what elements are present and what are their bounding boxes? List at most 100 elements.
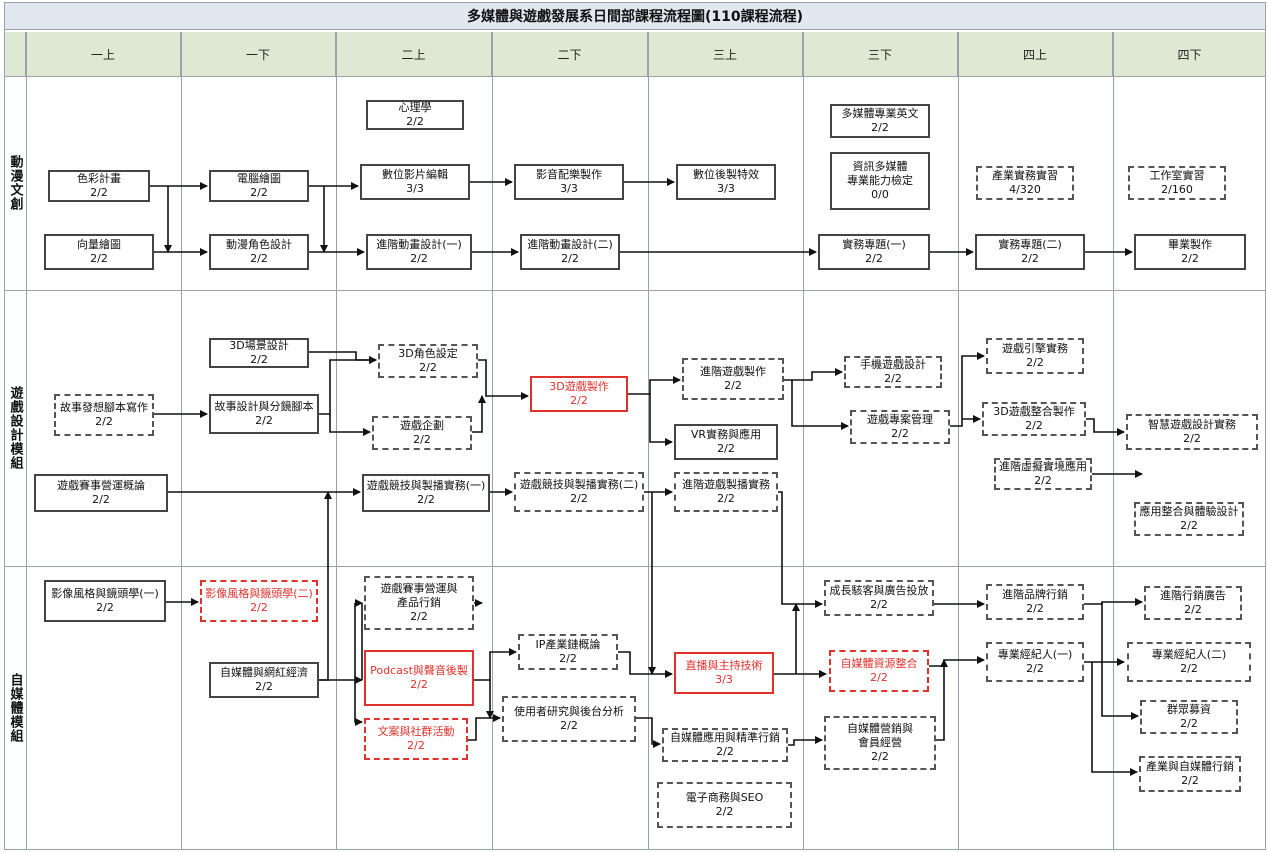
course-name: 進階虛擬實境應用 (999, 460, 1087, 473)
course-name: 專業經紀人(二) (1151, 648, 1227, 661)
semester-header-4b: 四下 (1113, 32, 1266, 76)
course-name: 遊戲引擎實務 (1002, 342, 1068, 355)
course-name: 數位影片編輯 (382, 168, 448, 181)
course-credits: 2/2 (417, 493, 435, 506)
course-credits: 2/2 (92, 493, 110, 506)
course-name: 3D遊戲整合製作 (993, 405, 1075, 418)
course-name: 手機遊戲設計 (860, 358, 926, 371)
course-credits: 3/3 (560, 182, 578, 195)
course-credits: 2/2 (724, 379, 742, 392)
course-credits: 2/2 (891, 427, 909, 440)
course-credits: 2/2 (410, 678, 428, 691)
connector-arrow (1091, 662, 1138, 776)
course-name: VR實務與應用 (690, 428, 762, 441)
course-name: 智慧遊戲設計實務 (1148, 418, 1236, 431)
course-credits: 2/2 (1034, 474, 1052, 487)
course-name: 電子商務與SEO (685, 791, 764, 804)
course-credits: 2/2 (717, 442, 735, 455)
course-name: 遊戲專案管理 (867, 413, 933, 426)
connector-arrow (468, 714, 501, 741)
connector-arrow (478, 359, 529, 400)
course-name: 心理學 (398, 101, 432, 114)
course-box-esports-bc1: 遊戲競技與製播實務(一)2/2 (362, 474, 490, 512)
course-credits: 2/2 (870, 671, 888, 684)
connector-arrow (309, 351, 377, 364)
course-credits: 2/2 (410, 252, 428, 265)
course-credits: 2/2 (716, 745, 734, 758)
course-name: 遊戲賽事營運概論 (57, 479, 145, 492)
connector-arrow (784, 368, 843, 381)
connector-arrow (649, 394, 673, 446)
course-name: 工作室實習 (1149, 169, 1205, 182)
course-name: 電腦繪圖 (237, 172, 281, 185)
course-credits: 2/2 (1183, 432, 1201, 445)
connector-arrow (618, 651, 673, 678)
row-label-game-design: 遊戲設計模組 (7, 386, 23, 470)
course-name: 直播與主持技術 (685, 659, 763, 672)
course-name: 專業經紀人(一) (997, 648, 1073, 661)
course-box-project1: 實務專題(一)2/2 (818, 234, 930, 270)
course-credits: 2/2 (410, 610, 428, 623)
course-name: 應用整合與體驗設計 (1139, 505, 1239, 518)
course-credits: 2/2 (1026, 602, 1044, 615)
connector-arrow (474, 648, 517, 681)
course-credits: 2/2 (407, 739, 425, 752)
course-name: 自媒體與網紅經濟 (220, 666, 308, 679)
course-credits: 2/2 (1021, 252, 1039, 265)
semester-header-4a: 四上 (958, 32, 1113, 76)
course-credits: 2/2 (250, 353, 268, 366)
course-credits: 2/2 (1184, 603, 1202, 616)
course-name: 影音配樂製作 (536, 168, 602, 181)
course-credits: 2/2 (1180, 717, 1198, 730)
course-credits: 3/3 (406, 182, 424, 195)
course-name: 遊戲競技與製播實務(一) (366, 479, 486, 492)
course-name: 群眾募資 (1167, 703, 1211, 716)
course-box-broker1: 專業經紀人(一)2/2 (986, 642, 1084, 682)
connector-arrow (636, 717, 661, 748)
course-name: 產品行銷 (397, 596, 441, 609)
course-box-broker2: 專業經紀人(二)2/2 (1127, 642, 1251, 682)
course-name: 數位後製特效 (693, 168, 759, 181)
connector-arrow (319, 356, 377, 415)
connector-arrow (788, 736, 823, 746)
course-credits: 2/2 (560, 719, 578, 732)
semester-header-1b: 一下 (181, 32, 336, 76)
course-name: 影像風格與鏡頭學(二) (205, 587, 313, 600)
row-label-self-media: 自媒體模組 (7, 673, 23, 743)
course-name: 遊戲企劃 (400, 419, 444, 432)
course-credits: 2/2 (96, 601, 114, 614)
connector-arrow (929, 656, 985, 667)
course-credits: 4/320 (1009, 183, 1041, 196)
course-name: 故事發想腳本寫作 (60, 401, 148, 414)
course-credits: 2/2 (1026, 356, 1044, 369)
course-name: 遊戲競技與製播實務(二) (519, 478, 639, 491)
semester-header-1a: 一上 (26, 32, 181, 76)
course-credits: 2/2 (1025, 419, 1043, 432)
course-credits: 3/3 (715, 673, 733, 686)
course-name: 會員經營 (858, 736, 902, 749)
course-box-motion2: 進階動畫設計(二)2/2 (520, 234, 620, 270)
course-name: 進階行銷廣告 (1160, 589, 1226, 602)
